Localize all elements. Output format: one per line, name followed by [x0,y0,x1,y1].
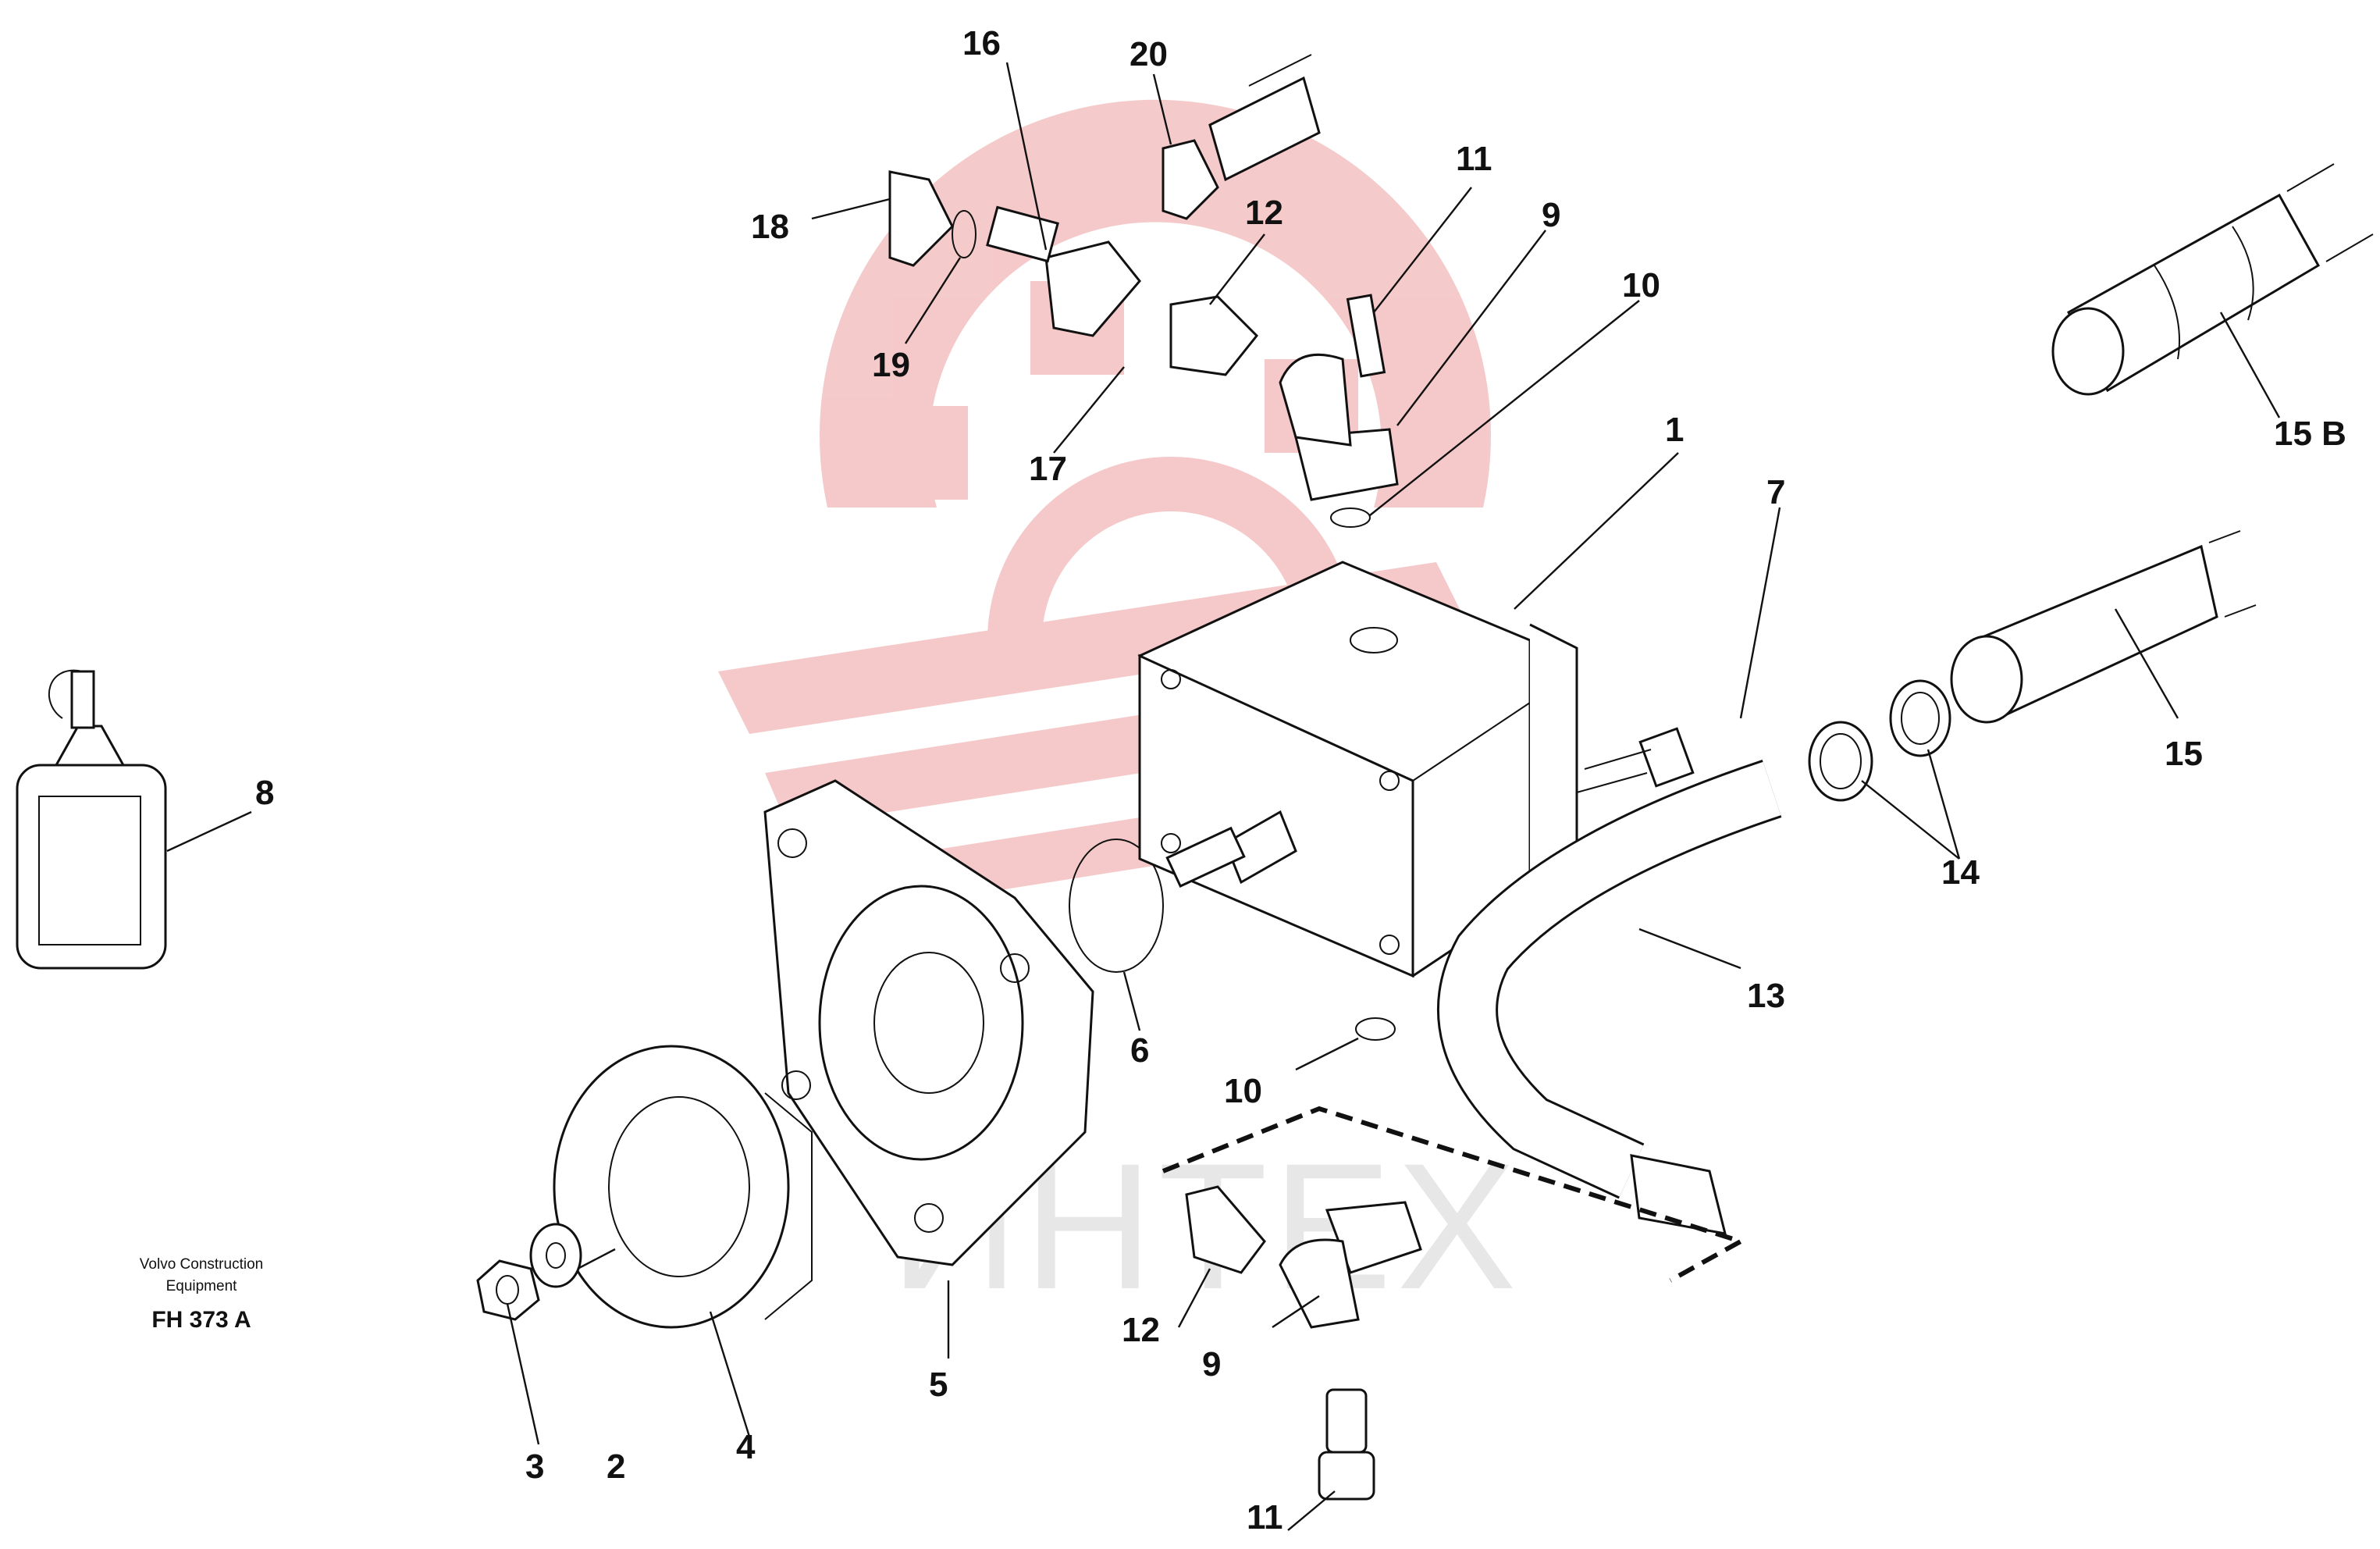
label-9-top: 9 [1542,196,1560,234]
label-12-bottom: 12 [1122,1311,1160,1349]
label-13: 13 [1747,977,1785,1015]
callout-labels: 1 2 3 4 5 6 7 8 9 9 10 10 11 11 12 12 13… [255,24,2346,1537]
bottom-fittings [1185,1017,1422,1501]
label-7: 7 [1766,473,1785,511]
credit-line-1: Volvo Construction [140,1256,263,1273]
label-12-top: 12 [1245,194,1283,232]
figure-code: FH 373 A [151,1307,251,1333]
part-5-flange [763,779,1094,1266]
part-3-nut [476,1259,540,1321]
part-6-o-ring [1069,839,1164,973]
label-16: 16 [962,24,1001,62]
label-11-top: 11 [1456,140,1492,178]
label-3: 3 [525,1448,544,1486]
part-14-clamps [1808,679,1951,802]
label-5: 5 [929,1366,948,1404]
label-20: 20 [1130,35,1168,73]
label-15: 15 [2165,735,2203,773]
label-10-bottom: 10 [1224,1072,1262,1110]
label-1: 1 [1665,411,1684,449]
label-11-bottom: 11 [1247,1498,1283,1537]
part-1-pump [1137,561,1578,978]
label-2: 2 [607,1448,625,1486]
label-19: 19 [872,346,910,384]
part-4-gear [553,1045,813,1329]
part-15b-sleeve [2051,163,2374,396]
part-15-tube [1950,530,2257,724]
label-14: 14 [1941,853,1980,892]
part-2-washer [529,1223,582,1288]
label-8: 8 [255,774,274,812]
label-17: 17 [1029,450,1067,488]
label-9-bottom: 9 [1202,1345,1221,1383]
part-8-bottle [16,669,167,970]
label-15b: 15 B [2274,415,2346,453]
label-6: 6 [1130,1031,1149,1070]
label-18: 18 [751,208,789,246]
part-7-bolt [1576,727,1695,793]
part-13-hose [1437,760,1782,1235]
figure-credit: Volvo Construction Equipment FH 373 A [140,1256,263,1333]
top-fittings [888,54,1399,528]
leader-lines [166,62,2281,1531]
label-4: 4 [736,1428,756,1466]
label-10-top: 10 [1622,266,1660,304]
credit-line-2: Equipment [166,1278,238,1294]
routing-dashed-line [1162,1106,1747,1283]
